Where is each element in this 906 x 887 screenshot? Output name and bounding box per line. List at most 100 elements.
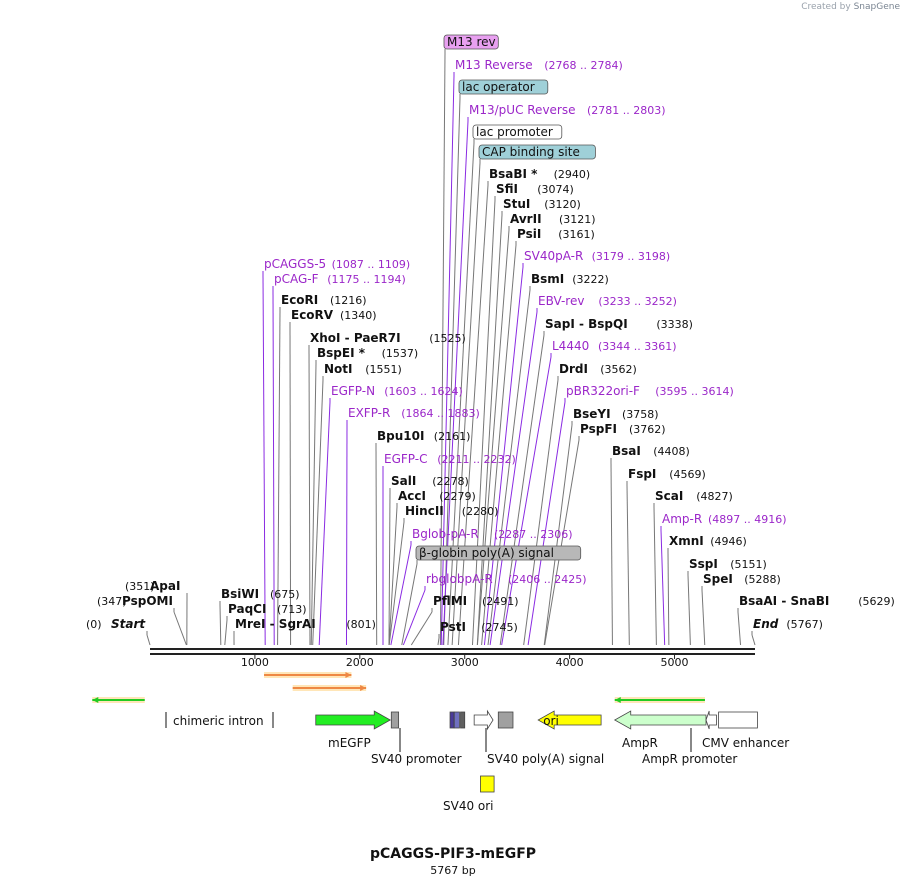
feature-tag-box <box>458 79 549 95</box>
site-position: (5767) <box>786 618 823 631</box>
site-label: (351)ApaI <box>125 579 188 646</box>
leader-line <box>277 310 281 646</box>
primer-label: rbglobpA-R(2406 .. 2425) <box>402 572 587 646</box>
site-name: SspI <box>689 557 718 571</box>
credit-brand: SnapGene <box>853 2 900 12</box>
primer-bar-arrowhead <box>360 685 367 691</box>
site-label: HincII(2280) <box>388 504 498 646</box>
site-name: End <box>753 617 779 631</box>
feature-sv40-ori: SV40 ori <box>443 775 495 813</box>
site-position: (3121) <box>559 213 596 226</box>
primer-name: Amp-R <box>662 512 702 526</box>
primer-label: pCAGGS-5(1087 .. 1109) <box>262 257 410 646</box>
leader-line <box>390 544 412 646</box>
primer-range: (1175 .. 1194) <box>327 273 406 286</box>
site-name: PsiI <box>517 227 541 241</box>
site-label: End (5767) <box>751 617 823 646</box>
leader-line <box>501 356 552 646</box>
leader-line <box>388 491 391 646</box>
leader-line <box>402 589 426 646</box>
feature-element <box>473 709 494 731</box>
feature-arrow <box>613 710 707 730</box>
feature-arrow <box>705 710 717 730</box>
primer-label: Amp-R(4897 .. 4916) <box>660 512 787 646</box>
feature-sv40-poly-a-signal: SV40 poly(A) signal <box>485 711 604 766</box>
site-position: (713) <box>277 603 307 616</box>
feature-label: ori <box>543 714 559 728</box>
site-label: AccI(2279) <box>388 489 476 646</box>
site-name: DrdI <box>559 362 588 376</box>
primer-name: EGFP-N <box>331 384 375 398</box>
feature-tag-text: lac promoter <box>476 125 553 139</box>
site-position: (3338) <box>656 318 693 331</box>
site-name: BsmI <box>531 272 564 286</box>
site-position: (3758) <box>622 408 659 421</box>
site-label: PsiI (3161) <box>481 227 595 646</box>
feature-tag-label: β-globin poly(A) signal <box>401 545 582 646</box>
site-position: (4408) <box>653 445 690 458</box>
site-name: BsaI <box>612 444 641 458</box>
site-label: PstI(2745) <box>437 620 518 646</box>
feature-box <box>497 711 514 729</box>
site-name: EcoRI <box>281 293 318 307</box>
site-name: PflMI <box>433 594 467 608</box>
leader-line <box>310 363 317 646</box>
primer-name: EXFP-R <box>348 406 390 420</box>
site-label: NotI (1551) <box>312 362 402 646</box>
site-label: (347)PspOMI <box>97 594 187 646</box>
feature-tag-text: lac operator <box>462 80 535 94</box>
site-label: BsiWI(675) <box>219 587 300 646</box>
site-name: NotI <box>324 362 353 376</box>
site-label: BsaBI *(2940) <box>457 167 591 646</box>
primer-range: (3344 .. 3361) <box>598 340 677 353</box>
primer-name: pCAGGS-5 <box>264 257 326 271</box>
primer-name: M13/pUC Reverse <box>469 103 576 117</box>
feature-box <box>390 711 400 729</box>
feature-label: SV40 ori <box>443 799 494 813</box>
leader-line <box>437 637 440 646</box>
primer-label: L4440(3344 .. 3361) <box>501 339 677 646</box>
feature-tag-label: M13 rev <box>439 34 499 646</box>
feature-box <box>718 711 758 729</box>
leader-line <box>318 401 331 646</box>
primer-label: EXFP-R(1864 .. 1883) <box>345 406 480 646</box>
site-label: FspI(4569) <box>626 467 706 646</box>
site-name: EcoRV <box>291 308 334 322</box>
primer-label: pCAG-F(1175 .. 1194) <box>272 272 406 646</box>
site-name: Bpu10I <box>377 429 424 443</box>
leader-line <box>667 551 670 646</box>
primer-binding-bar <box>614 697 705 703</box>
plasmid-length: 5767 bp <box>430 864 476 877</box>
site-name: PspOMI <box>122 594 173 608</box>
credit-text: Created by <box>801 2 851 12</box>
site-position: (347) <box>97 595 127 608</box>
axis-tick-label: 3000 <box>451 656 479 669</box>
primer-name: pBR322ori-F <box>566 384 640 398</box>
site-label: EcoRI(1216) <box>277 293 367 646</box>
feature-label: mEGFP <box>328 736 371 750</box>
leader-line <box>523 379 559 646</box>
leader-line <box>224 619 228 646</box>
site-position: (2161) <box>434 430 471 443</box>
primer-range: (3595 .. 3614) <box>655 385 734 398</box>
site-name: PstI <box>440 620 466 634</box>
primer-binding-bar <box>292 685 367 691</box>
leader-line <box>653 506 657 646</box>
site-position: (3562) <box>600 363 637 376</box>
primer-bar-arrowhead <box>345 672 352 678</box>
feature-tag-label: CAP binding site <box>451 144 596 646</box>
leader-line <box>483 266 524 646</box>
leader-line <box>410 611 433 646</box>
site-position: (1551) <box>365 363 402 376</box>
primer-name: SV40pA-R <box>524 249 583 263</box>
site-position: (3161) <box>558 228 595 241</box>
primer-label: Bglob-pA-R(2287 .. 2306) <box>390 527 573 646</box>
feature-tag-box <box>443 34 499 50</box>
leader-line <box>687 574 691 646</box>
feature-box <box>453 711 460 729</box>
leader-line <box>660 529 666 646</box>
leader-line <box>401 563 418 646</box>
leader-line <box>447 142 475 646</box>
feature-tag-box <box>472 124 563 140</box>
site-position: (2940) <box>554 168 591 181</box>
